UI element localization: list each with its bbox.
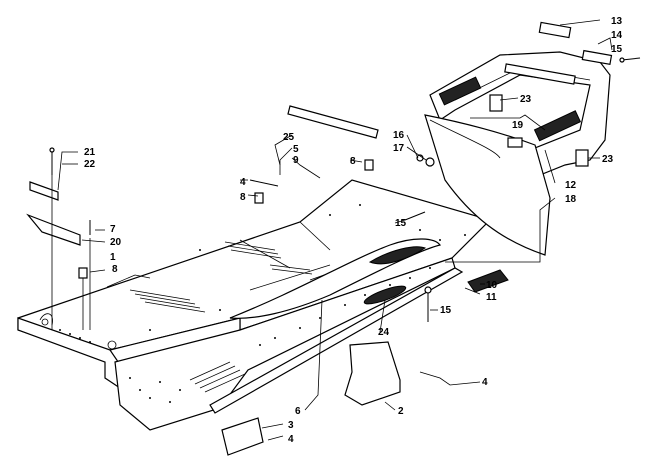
callout-7: 7 [110,224,116,235]
snow-flap [424,114,551,256]
callout-18: 18 [565,194,577,205]
callout-15a: 15 [611,44,623,55]
leader-lines [51,19,613,441]
callout-21: 21 [84,147,96,158]
callout-9: 9 [293,155,299,166]
callout-10: 10 [486,280,498,291]
callout-4c: 4 [288,434,294,445]
callout-25: 25 [283,132,295,143]
callout-2: 2 [398,406,404,417]
callout-19: 19 [512,120,524,131]
callout-12: 12 [565,180,577,191]
callout-20: 20 [110,237,122,248]
callout-3: 3 [288,420,294,431]
callout-14: 14 [611,30,623,41]
callout-5: 5 [293,144,299,155]
callout-6: 6 [295,406,301,417]
callout-8a: 8 [350,156,356,167]
callout-8c: 8 [112,264,118,275]
callout-17: 17 [393,143,405,154]
callout-22: 22 [84,159,96,170]
callout-15c: 15 [440,305,452,316]
callout-13: 13 [611,16,623,27]
callout-23a: 23 [520,94,532,105]
rivet-dots [59,204,466,403]
callout-4a: 4 [240,177,246,188]
callout-23b: 23 [602,154,614,165]
callout-4b: 4 [482,377,488,388]
callout-24: 24 [378,327,390,338]
callouts: 1 2 3 4 4 4 5 6 7 8 8 8 9 10 11 12 13 14… [84,16,623,445]
deck-hatch [129,241,313,393]
callout-1: 1 [110,252,116,263]
callout-15b: 15 [395,218,407,229]
callout-8b: 8 [240,192,246,203]
tunnel-assembly [17,179,492,431]
callout-16: 16 [393,130,405,141]
small-parts [26,21,641,456]
callout-11: 11 [486,292,497,303]
